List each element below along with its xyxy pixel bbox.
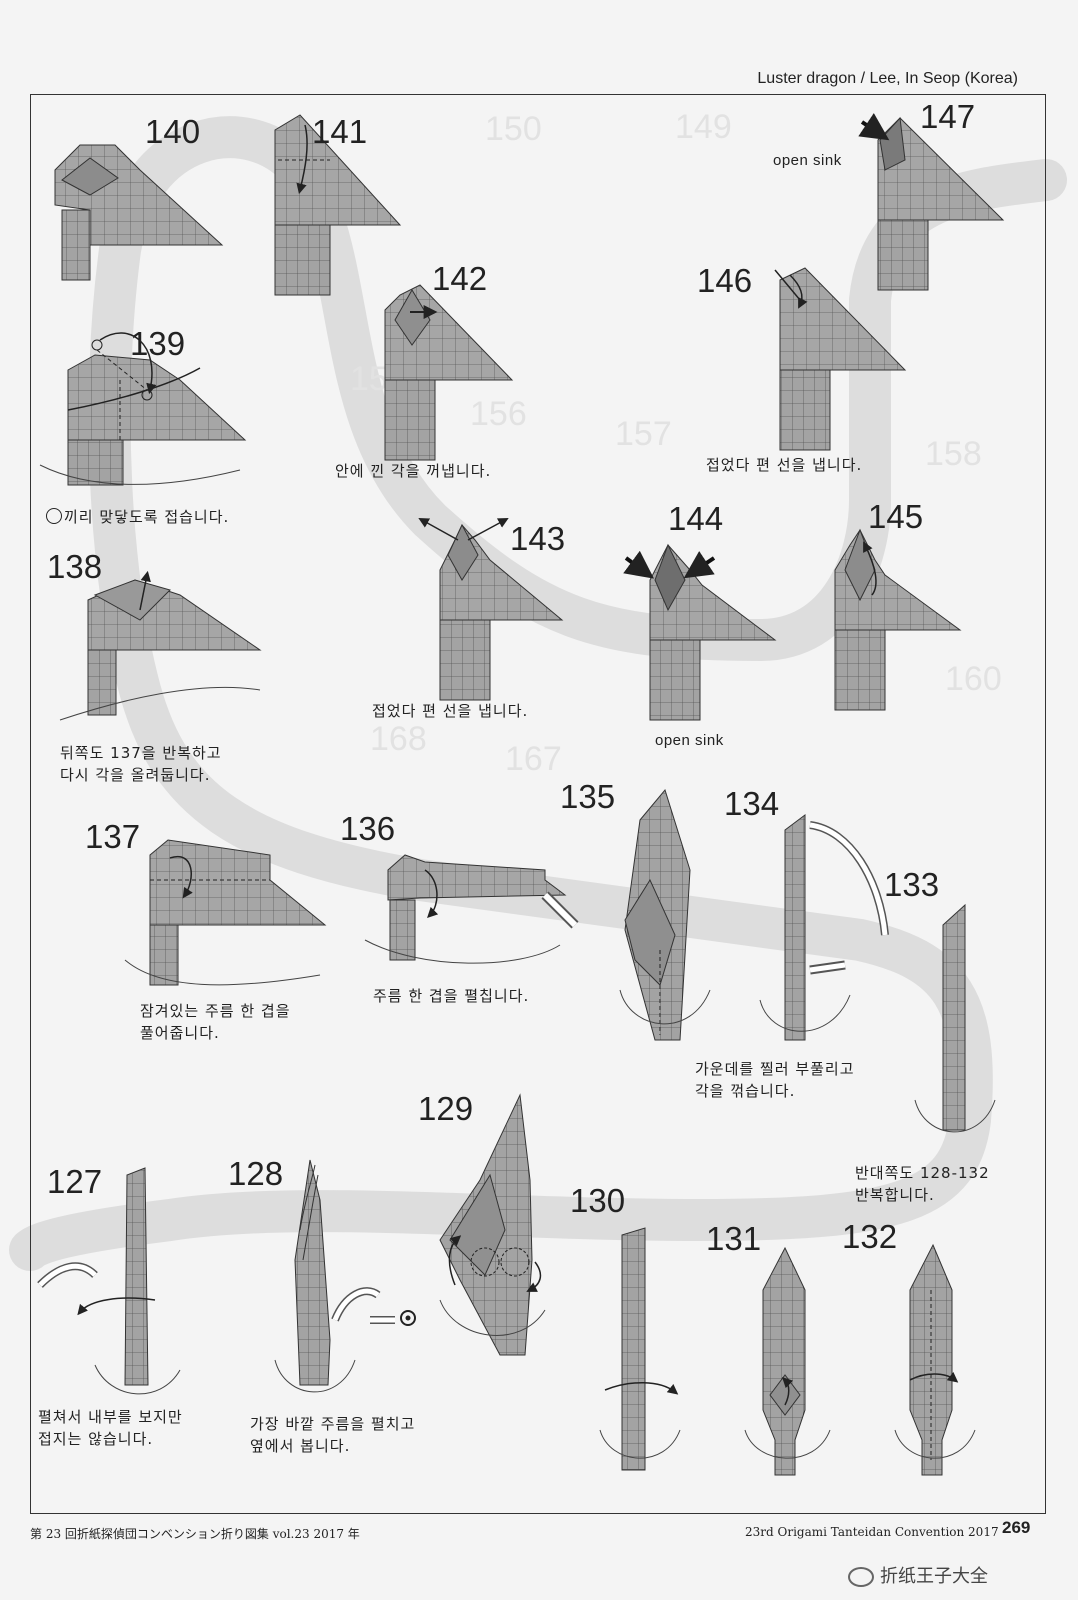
step-number-144: 144 (668, 500, 724, 537)
step-133-model (914, 903, 996, 1133)
watermark-text: 折纸王子大全 (880, 1566, 988, 1587)
step-number-132: 132 (842, 1218, 898, 1255)
page-frame (30, 94, 1046, 1514)
step-number-141: 141 (312, 113, 368, 150)
step-number-127: 127 (47, 1163, 103, 1200)
step-number-143: 143 (510, 520, 566, 557)
caption-144: open sink (655, 732, 724, 749)
step-137-model (124, 839, 327, 986)
caption-142: 안에 낀 각을 꺼냅니다. (335, 462, 492, 480)
caption-139: 끼리 맞닿도록 접습니다. (46, 506, 229, 528)
step-number-135: 135 (560, 778, 616, 815)
page-title: Luster dragon / Lee, In Seop (Korea) (757, 70, 1018, 87)
step-138-model (59, 570, 262, 721)
step-number-138: 138 (47, 548, 103, 585)
footer-convention: 23rd Origami Tanteidan Convention 2017 (745, 1525, 999, 1539)
step-number-142: 142 (432, 260, 488, 297)
step-139-model (39, 332, 247, 486)
caption-134: 가운데를 찔러 부풀리고 각을 꺾습니다. (695, 1060, 855, 1100)
caption-146: 접었다 편 선을 냅니다. (706, 456, 863, 474)
step-130-model (599, 1227, 681, 1471)
step-134-model (759, 814, 889, 1041)
step-number-134: 134 (724, 785, 780, 822)
step-number-140: 140 (145, 113, 201, 150)
svg-text:149: 149 (675, 108, 732, 146)
caption-133: 반대쪽도 128-132 반복합니다. (855, 1164, 990, 1204)
svg-text:168: 168 (370, 720, 427, 758)
step-number-130: 130 (570, 1182, 626, 1219)
step-number-145: 145 (868, 498, 924, 535)
step-number-137: 137 (85, 818, 141, 855)
caption-139-text: 끼리 맞닿도록 접습니다. (64, 508, 230, 526)
step-143-model (418, 517, 564, 701)
caption-136: 주름 한 겹을 펼칩니다. (373, 987, 530, 1005)
watermark: 折纸王子大全 (848, 1562, 988, 1588)
page-number: 269 (1002, 1518, 1031, 1537)
step-136-model (364, 854, 579, 964)
wechat-icon (848, 1567, 874, 1587)
footer-book-title: 第 23 回折紙探偵団コンベンション折り図集 vol.23 2017 年 (30, 1527, 360, 1541)
step-number-146: 146 (697, 262, 753, 299)
step-140-model (54, 144, 224, 281)
step-number-139: 139 (130, 325, 186, 362)
step-144-model (623, 543, 777, 721)
step-number-136: 136 (340, 810, 396, 847)
step-135-model (619, 788, 711, 1041)
step-128-model (274, 1159, 416, 1393)
svg-text:167: 167 (505, 740, 562, 778)
step-number-147: 147 (920, 98, 976, 135)
svg-text:150: 150 (485, 110, 542, 148)
step-number-129: 129 (418, 1090, 474, 1127)
step-127-model (37, 1167, 181, 1395)
caption-127: 펼쳐서 내부를 보지만 접지는 않습니다. (38, 1408, 183, 1448)
svg-text:158: 158 (925, 435, 982, 473)
step-147-model (858, 113, 1005, 291)
svg-text:160: 160 (945, 660, 1002, 698)
step-145-model (834, 528, 962, 711)
caption-138: 뒤쪽도 137을 반복하고 다시 각을 올려둡니다. (60, 744, 222, 784)
step-146-model (774, 267, 907, 451)
step-129-model (439, 1093, 546, 1356)
step-number-131: 131 (706, 1220, 762, 1257)
caption-143: 접었다 편 선을 냅니다. (372, 702, 529, 720)
step-number-133: 133 (884, 866, 940, 903)
step-142-model (384, 284, 514, 461)
step-132-model (894, 1243, 976, 1476)
caption-128: 가장 바깥 주름을 펼치고 옆에서 봅니다. (250, 1415, 416, 1455)
caption-147: open sink (773, 152, 842, 169)
circle-icon (46, 508, 62, 524)
step-131-model (744, 1246, 831, 1476)
caption-137: 잠겨있는 주름 한 겹을 풀어줍니다. (140, 1002, 291, 1042)
svg-text:157: 157 (615, 415, 672, 453)
svg-text:156: 156 (470, 395, 527, 433)
step-141-model (274, 114, 402, 296)
step-number-128: 128 (228, 1155, 284, 1192)
